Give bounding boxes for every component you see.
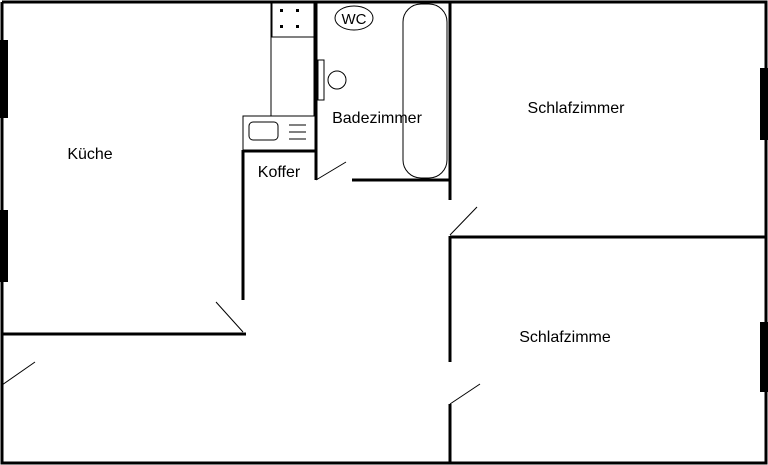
window-kitchen-lower (0, 210, 8, 282)
window-bedroom-2 (760, 322, 768, 392)
wc-toilet-icon (334, 5, 374, 31)
doors (1, 161, 481, 405)
door-bedroom-1 (449, 206, 478, 236)
window-bedroom-1 (760, 68, 768, 140)
room-label-bathroom: Badezimmer (332, 110, 422, 127)
fridge-grid-icon (280, 9, 299, 28)
door-hall-left (1, 361, 36, 386)
washbasin-bowl-icon (327, 70, 347, 90)
room-label-kitchen: Küche (67, 146, 112, 163)
room-label-storage: Koffer (258, 164, 301, 181)
bathtub-icon (402, 3, 448, 179)
sink-stove-unit (242, 115, 317, 151)
door-kitchen (215, 301, 244, 333)
door-bedroom-2 (449, 383, 481, 405)
wc-label: WC (342, 11, 367, 28)
washbasin-icon (317, 59, 325, 101)
room-label-bedroom-1: Schlafzimmer (528, 100, 626, 117)
fridge-unit (271, 2, 315, 38)
door-storage (315, 161, 347, 181)
windows (0, 40, 768, 392)
fixtures (242, 2, 448, 179)
window-kitchen-upper (0, 40, 8, 118)
room-label-bedroom-2: Schlafzimme (519, 329, 611, 346)
sink-basin-icon (248, 121, 279, 141)
